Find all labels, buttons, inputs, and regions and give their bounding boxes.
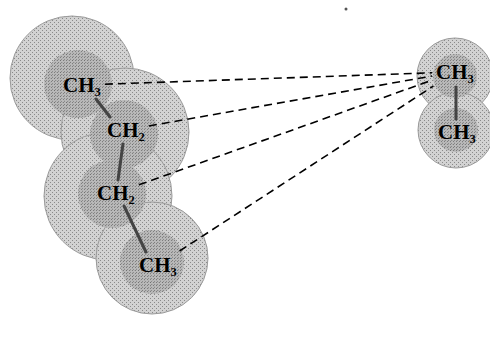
- atom-label: CH₂: [107, 118, 145, 142]
- interaction-line: [149, 76, 432, 126]
- atom-group: CH₂: [105, 118, 147, 142]
- interaction-line: [139, 80, 432, 185]
- atom-group: CH₃: [137, 253, 179, 277]
- atom-group: CH₃: [436, 120, 478, 144]
- butane-blob: [10, 16, 208, 314]
- speck: [345, 8, 348, 11]
- interaction-line: [105, 73, 432, 84]
- atom-label: CH₃: [436, 60, 474, 84]
- interaction-line: [180, 86, 434, 251]
- bond-lines: [96, 87, 456, 252]
- atom-label: CH₃: [63, 73, 101, 97]
- ethane-blob: [417, 38, 490, 168]
- atom-group: CH₃: [434, 60, 476, 84]
- butane-core: [44, 50, 184, 294]
- atom-label: CH₂: [97, 181, 135, 205]
- atom-label: CH₃: [139, 253, 177, 277]
- ethane-core: [433, 54, 478, 152]
- atom-group: CH₂: [95, 181, 137, 205]
- atom-group: CH₃: [61, 73, 103, 97]
- atom-label: CH₃: [438, 120, 476, 144]
